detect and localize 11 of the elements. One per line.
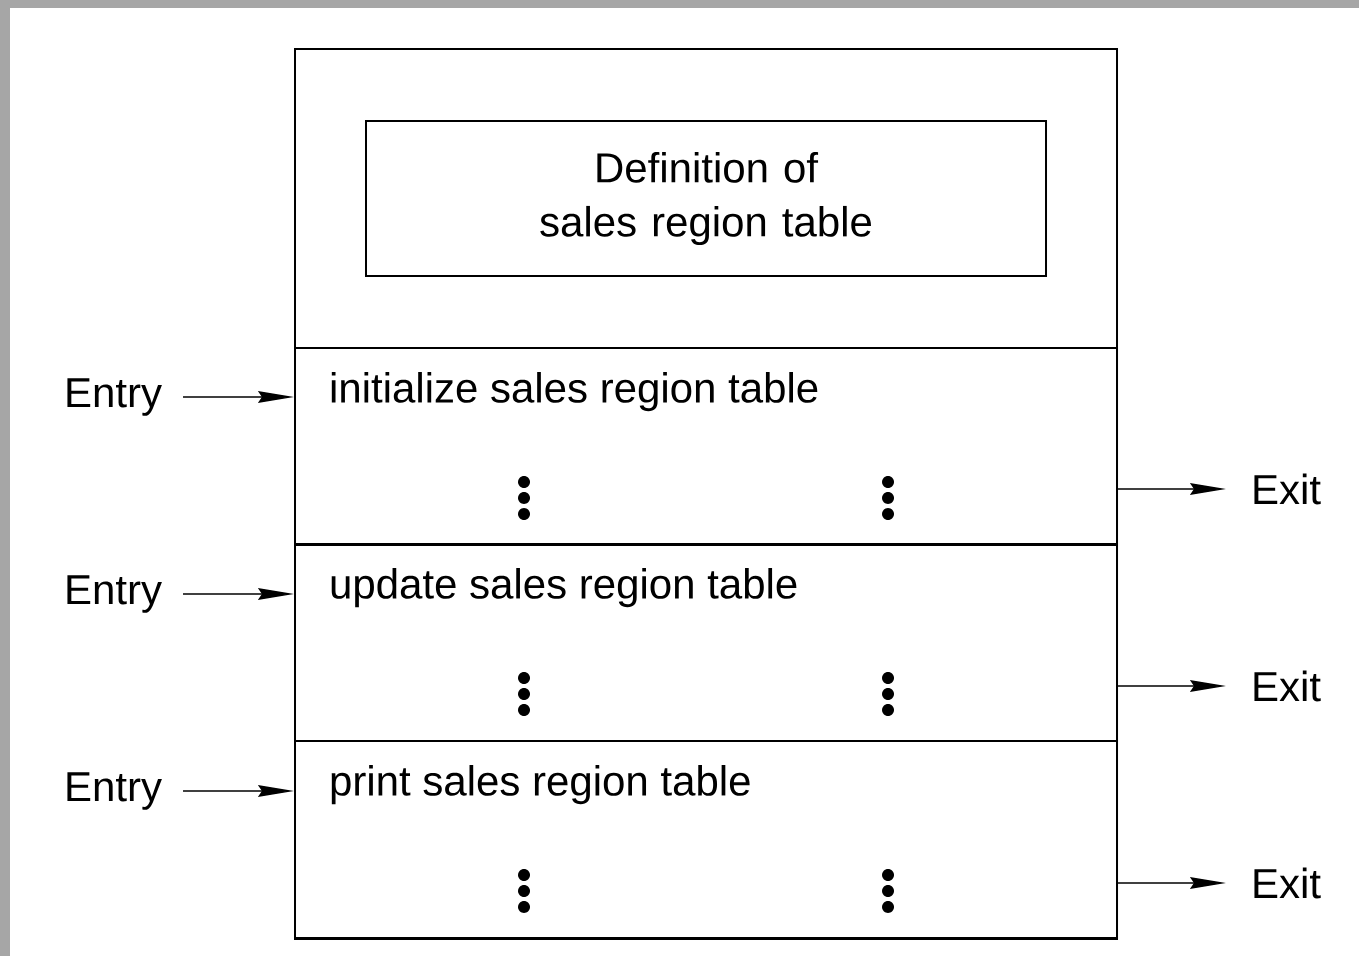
section-box: update sales region table [294, 543, 1118, 742]
label-text: Exit [1254, 473, 1321, 505]
section-box: initialize sales region table [294, 347, 1118, 546]
outer-box [294, 48, 1118, 940]
label-text: Entry [67, 378, 162, 416]
definition-box: Definition of sales region table [365, 120, 1047, 277]
section-box: print sales region table [294, 740, 1118, 939]
label-text: Entry [67, 575, 162, 613]
label-text: Exit [1254, 670, 1321, 702]
label-text: Exit [1254, 867, 1321, 899]
label-text: Entry [67, 772, 162, 810]
